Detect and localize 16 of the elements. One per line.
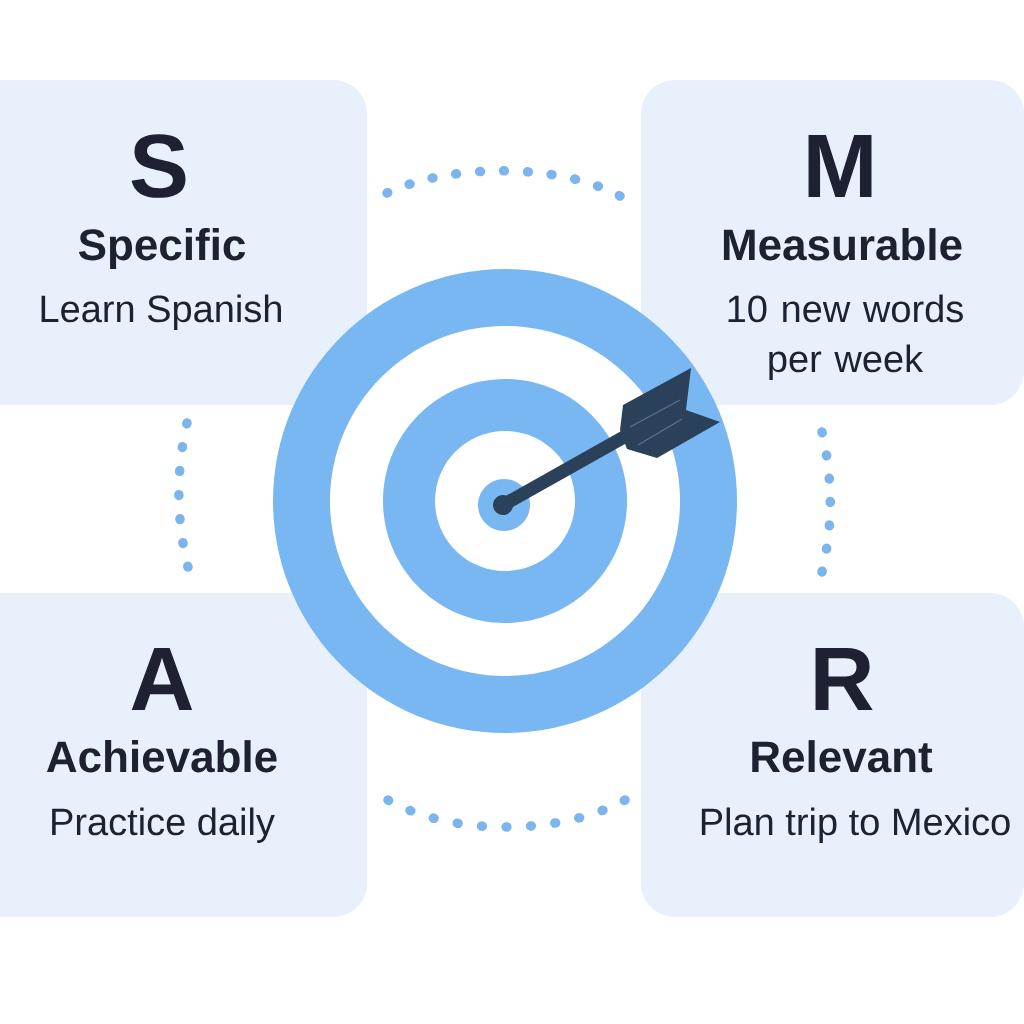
large-letter: S	[131, 134, 186, 198]
card-heading: Achievable	[46, 740, 277, 773]
dotted-line	[817, 427, 835, 577]
card-heading: Measurable	[723, 228, 962, 261]
large-letter: A	[131, 648, 193, 710]
card-heading: Relevant	[752, 740, 933, 773]
large-letter: M	[808, 135, 872, 197]
card-text: Practice daily	[52, 807, 275, 843]
card-text: 10 new words per week	[728, 294, 963, 380]
card-text: Learn Spanish	[41, 294, 281, 330]
dotted-line	[382, 166, 625, 201]
dotted-line	[383, 795, 630, 832]
card-text: Plan trip to Mexico	[701, 807, 1010, 843]
dotted-line	[174, 418, 193, 572]
large-letter: R	[815, 648, 873, 710]
card-heading: Specific	[78, 228, 246, 270]
